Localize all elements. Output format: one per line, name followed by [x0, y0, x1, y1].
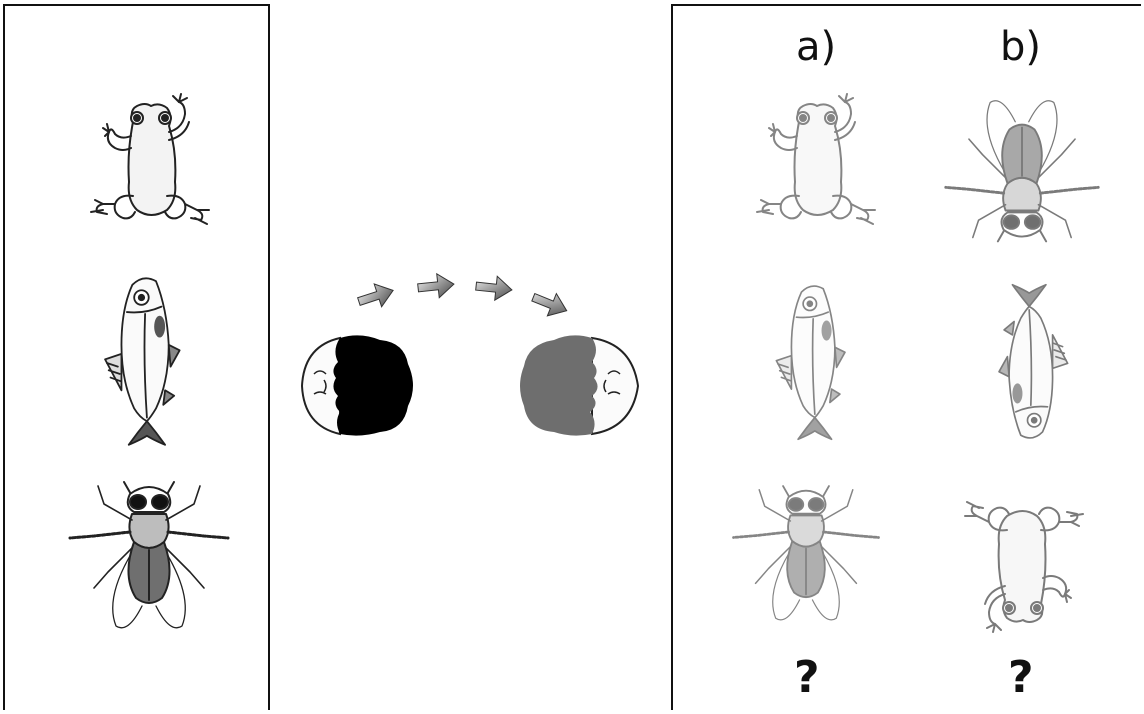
arrow-icon [354, 278, 398, 314]
frog-inverted-icon [963, 500, 1085, 634]
arrow-icon [474, 273, 514, 303]
fly-icon [68, 480, 230, 630]
head-left-dark-icon [300, 335, 413, 436]
column-b-label: b) [1000, 24, 1041, 70]
fly-inverted-icon [944, 99, 1100, 243]
question-mark-a: ? [794, 652, 820, 703]
column-a-label: a) [796, 24, 837, 70]
arrow-icon [528, 285, 572, 323]
fish-inverted-icon [998, 283, 1069, 439]
question-mark-b: ? [1008, 652, 1034, 703]
fish-faded-icon [775, 285, 846, 441]
fly-faded-icon [732, 484, 880, 622]
fish-icon [104, 277, 181, 446]
frog-icon [89, 92, 211, 226]
head-right-grey-icon [520, 335, 640, 436]
frog-faded-icon [755, 92, 877, 226]
arrow-icon [416, 271, 456, 301]
